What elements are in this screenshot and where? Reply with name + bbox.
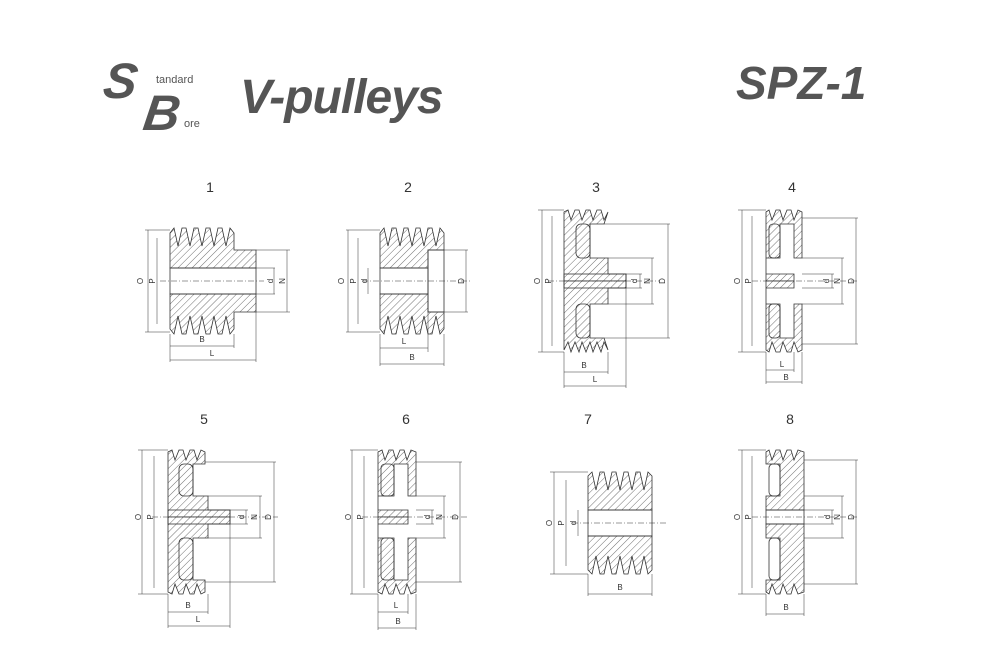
diagram-number: 1	[206, 179, 214, 195]
diagram-7: 7 O P d B	[545, 411, 666, 596]
lower-rim-hub	[563, 280, 627, 354]
lower-rim-hub	[167, 516, 231, 595]
label-n: N	[833, 278, 842, 284]
lower-rim-hub	[765, 523, 805, 595]
diagram-number: 6	[402, 411, 410, 427]
label-p: P	[349, 278, 358, 283]
label-o: O	[134, 514, 143, 520]
diagram-6: 6 O P d N D L B	[344, 411, 468, 630]
label-l: L	[394, 601, 399, 610]
label-p: P	[744, 514, 753, 519]
label-b: B	[395, 617, 400, 626]
label-dd: D	[847, 514, 856, 520]
upper-rim-hub	[377, 449, 417, 518]
label-p: P	[148, 278, 157, 283]
label-d: d	[360, 279, 369, 283]
label-o: O	[533, 278, 542, 284]
label-d: d	[569, 521, 578, 525]
lower-section	[587, 535, 653, 575]
label-l: L	[196, 615, 201, 624]
label-o: O	[733, 514, 742, 520]
label-dd: D	[658, 278, 667, 284]
upper-section	[169, 227, 257, 269]
diagram-3: 3 O P d N D B L	[533, 179, 670, 388]
diagram-4: 4 O P d N D L B	[733, 179, 858, 384]
label-p: P	[744, 278, 753, 283]
product-code: SPZ-1	[736, 57, 867, 109]
label-b: B	[199, 335, 204, 344]
diagram-5: 5 O P d N D B L	[134, 411, 278, 628]
label-dd: D	[451, 514, 460, 520]
logo-suffix-s: tandard	[156, 74, 194, 86]
label-dd: D	[264, 514, 273, 520]
upper-rim-hub	[563, 209, 627, 282]
label-l: L	[780, 360, 785, 369]
label-n: N	[250, 514, 259, 520]
label-d: d	[423, 515, 432, 519]
label-p: P	[544, 278, 553, 283]
label-d: d	[822, 279, 831, 283]
label-n: N	[435, 514, 444, 520]
label-dd: D	[847, 278, 856, 284]
label-b: B	[783, 373, 788, 382]
label-b: B	[409, 353, 414, 362]
label-l: L	[210, 349, 215, 358]
diagram-number: 3	[592, 179, 600, 195]
upper-section	[587, 471, 653, 511]
label-d: d	[630, 279, 639, 283]
diagram-number: 5	[200, 411, 208, 427]
diagram-number: 4	[788, 179, 796, 195]
label-o: O	[545, 520, 554, 526]
upper-rim-hub	[167, 449, 231, 518]
label-o: O	[337, 278, 346, 284]
upper-rim-hub	[765, 449, 805, 511]
label-o: O	[733, 278, 742, 284]
page-title: V-pulleys	[240, 71, 444, 124]
label-o: O	[344, 514, 353, 520]
label-b: B	[783, 603, 788, 612]
label-o: O	[136, 278, 145, 284]
label-p: P	[557, 520, 566, 525]
label-p: P	[146, 514, 155, 519]
label-d: d	[823, 515, 832, 519]
label-l: L	[402, 337, 407, 346]
lower-section	[379, 293, 445, 335]
diagram-number: 8	[786, 411, 794, 427]
label-dd: D	[457, 278, 466, 284]
label-b: B	[185, 601, 190, 610]
label-n: N	[278, 278, 287, 284]
upper-rim-hub	[765, 209, 803, 282]
label-d: d	[266, 279, 275, 283]
label-n: N	[833, 514, 842, 520]
logo-suffix-b: ore	[184, 118, 200, 130]
diagram-1: 1 O P d N B L	[136, 179, 290, 362]
label-p: P	[356, 514, 365, 519]
lower-rim-hub	[765, 280, 803, 353]
lower-rim-hub	[377, 516, 417, 595]
label-b: B	[581, 361, 586, 370]
diagram-8: 8 O P d N D B	[733, 411, 858, 616]
diagram-2: 2 O P d D L B	[337, 179, 472, 366]
sb-logo: S tandard B ore	[100, 53, 214, 141]
diagram-number: 7	[584, 411, 592, 427]
upper-section	[379, 227, 445, 269]
label-l: L	[593, 375, 598, 384]
label-d: d	[237, 515, 246, 519]
label-n: N	[643, 278, 652, 284]
label-b: B	[617, 583, 622, 592]
diagram-number: 2	[404, 179, 412, 195]
lower-section	[169, 293, 257, 335]
